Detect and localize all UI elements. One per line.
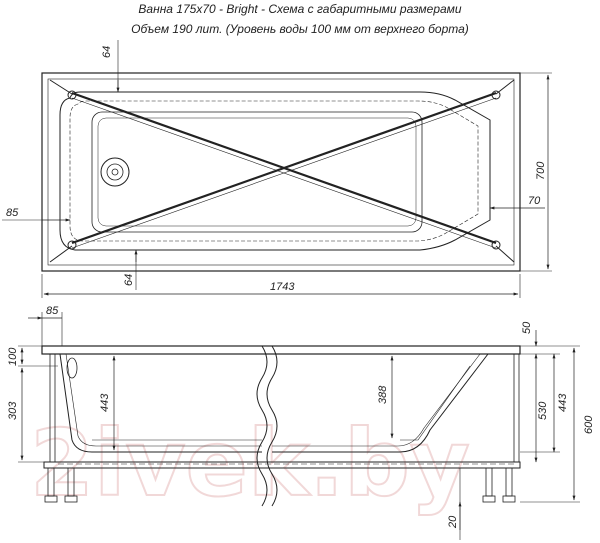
dim-530: 530 (537, 401, 549, 420)
dim-70: 70 (528, 195, 541, 207)
dim-443-left: 443 (99, 393, 111, 412)
dim-600: 600 (583, 415, 595, 434)
diagram-subtitle: Объем 190 лит. (Уровень воды 100 мм от в… (131, 22, 469, 36)
dim-388: 388 (377, 385, 389, 404)
dim-303: 303 (7, 401, 19, 420)
dim-85-side: 85 (46, 305, 59, 317)
dim-20: 20 (447, 515, 459, 529)
dim-100: 100 (7, 347, 19, 366)
dim-50: 50 (521, 321, 533, 334)
diagram-title: Ванна 175x70 - Bright - Схема с габаритн… (138, 2, 462, 16)
side-view-labels: 85 50 100 443 388 303 530 443 600 20 (7, 305, 595, 529)
dim-443-right: 443 (557, 393, 569, 412)
dim-64-bottom: 64 (123, 274, 135, 286)
watermark-text: 2ivek.by (30, 410, 470, 517)
side-view (18, 312, 580, 540)
dim-64-top: 64 (101, 46, 113, 58)
top-view-labels: 64 700 85 70 64 1743 (6, 46, 547, 293)
dim-85-top: 85 (6, 207, 19, 219)
dim-700: 700 (535, 161, 547, 180)
top-view (2, 40, 552, 298)
dim-1743: 1743 (270, 281, 295, 293)
